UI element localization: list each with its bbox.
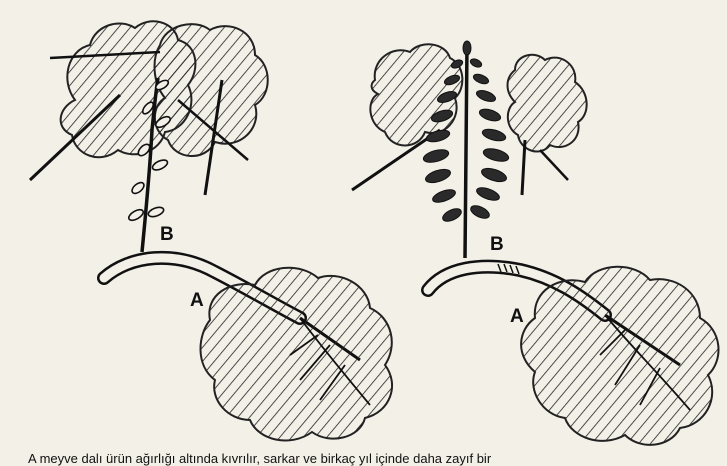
right-lower-leaf bbox=[521, 267, 718, 445]
left-lower-leaf bbox=[200, 268, 392, 441]
left-label-a: A bbox=[190, 290, 204, 311]
left-panel: B A bbox=[30, 21, 392, 440]
right-upper-leaf-2 bbox=[508, 55, 587, 152]
right-label-a: A bbox=[510, 306, 524, 327]
right-label-b: B bbox=[490, 234, 504, 255]
figure-caption: A meyve dalı ürün ağırlığı altında kıvrı… bbox=[28, 451, 727, 466]
right-panel: B A bbox=[352, 41, 718, 445]
left-upper-leaf-2 bbox=[155, 24, 268, 156]
left-label-b: B bbox=[160, 224, 174, 245]
